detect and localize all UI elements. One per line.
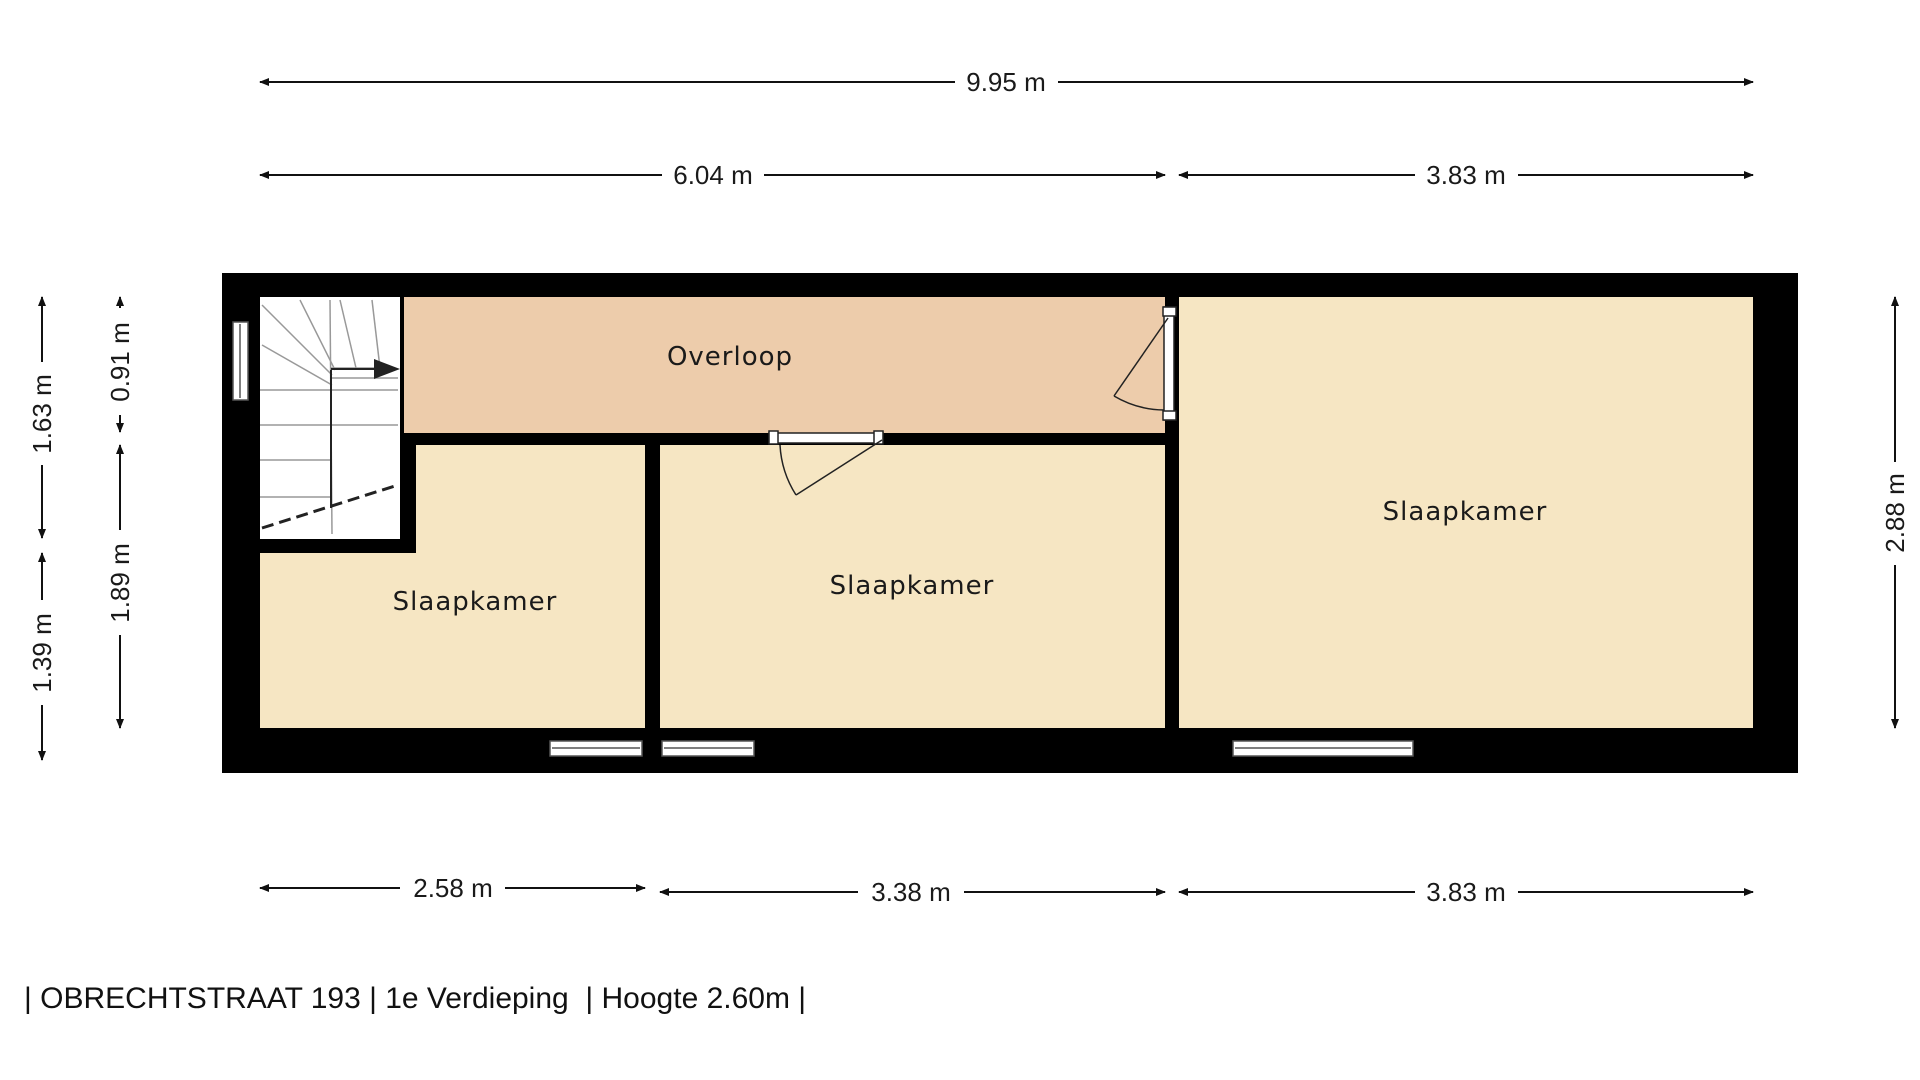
- dim-right-height: 2.88 m: [1880, 473, 1910, 553]
- door-middle-bedroom: [768, 432, 884, 444]
- stair-cut-line: [261, 483, 399, 530]
- door-middle-swing: [779, 444, 797, 496]
- stair-arrow-icon: [374, 359, 400, 379]
- dim-bottom-right-width: 3.83 m: [1426, 877, 1506, 907]
- doors: [768, 306, 1177, 496]
- dim-top-right-width: 3.83 m: [1426, 160, 1506, 190]
- dim-left-inner-top: 0.91 m: [105, 322, 135, 402]
- room-label-landing: Overloop: [667, 342, 793, 372]
- room-label-bedroom-left: Slaapkamer: [393, 587, 558, 617]
- room-bedroom-right-floor: [1179, 297, 1753, 728]
- room-bedroom-left-floor: [260, 553, 645, 728]
- dim-bottom-middle-width: 3.38 m: [871, 877, 951, 907]
- room-label-bedroom-middle: Slaapkamer: [830, 571, 995, 601]
- door-right-bedroom: [1163, 306, 1175, 421]
- dim-left-outer-top: 1.63 m: [27, 374, 57, 454]
- dim-left-inner-bottom: 1.89 m: [105, 543, 135, 623]
- dim-top-left-width: 6.04 m: [673, 160, 753, 190]
- windows: [232, 321, 1414, 757]
- room-bedroom-middle-floor: [660, 445, 1165, 728]
- dim-left-outer-bottom: 1.39 m: [27, 613, 57, 693]
- room-bedroom-left-floor-top: [416, 445, 645, 555]
- room-label-bedroom-right: Slaapkamer: [1383, 497, 1548, 527]
- staircase: [260, 299, 398, 535]
- door-middle-leaf: [795, 439, 883, 496]
- dim-bottom-left-width: 2.58 m: [413, 873, 493, 903]
- door-right-swing: [1113, 395, 1165, 411]
- plan-caption: | OBRECHTSTRAAT 193 | 1e Verdieping | Ho…: [24, 982, 807, 1015]
- dim-total-width: 9.95 m: [966, 67, 1046, 97]
- room-landing-floor: [404, 297, 1165, 433]
- door-right-leaf: [1113, 317, 1169, 397]
